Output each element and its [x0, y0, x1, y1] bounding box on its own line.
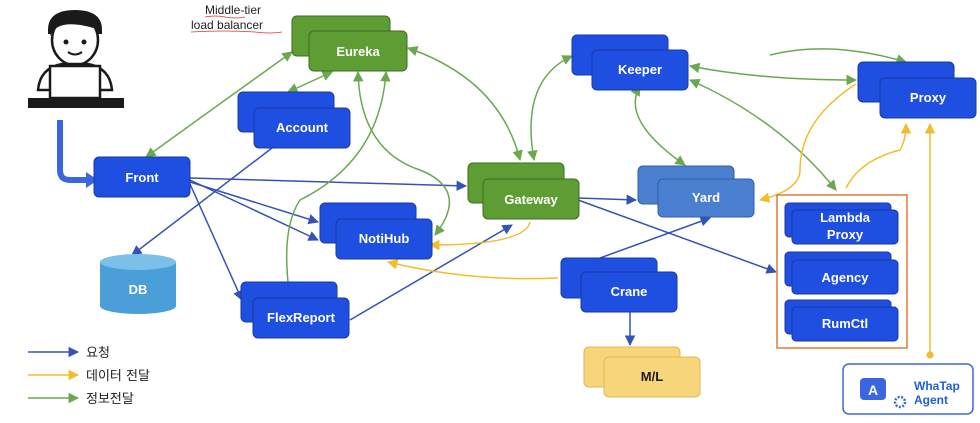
- db-node[interactable]: DB: [100, 254, 176, 314]
- eureka-label: Eureka: [336, 44, 380, 59]
- rumctl-label: RumCtl: [822, 316, 868, 331]
- rumctl-node[interactable]: RumCtl: [784, 299, 899, 342]
- agency-node[interactable]: Agency: [784, 251, 899, 295]
- gear-icon: [893, 395, 907, 409]
- flexreport-node[interactable]: FlexReport: [240, 281, 350, 339]
- user-to-front-arrow: [57, 120, 88, 183]
- agency-label: Agency: [822, 270, 870, 285]
- eureka-node[interactable]: Eureka: [291, 15, 408, 72]
- proxy-label: Proxy: [910, 90, 947, 105]
- notihub-label: NotiHub: [359, 231, 410, 246]
- svg-text:A: A: [868, 382, 878, 398]
- whatap-logo-icon: [860, 378, 886, 400]
- proxy-node[interactable]: Proxy: [857, 61, 977, 119]
- lambda-proxy-node[interactable]: Lambda Proxy: [784, 202, 899, 245]
- gateway-node[interactable]: Gateway: [467, 162, 580, 220]
- whatap-label-line1: WhaTap: [914, 379, 960, 393]
- account-label: Account: [276, 120, 329, 135]
- account-node[interactable]: Account: [237, 91, 351, 149]
- keeper-node[interactable]: Keeper: [571, 34, 689, 91]
- ml-label: M/L: [641, 369, 663, 384]
- yard-node[interactable]: Yard: [637, 165, 755, 218]
- info-arrows: [145, 46, 908, 300]
- whatap-label-line2: Agent: [914, 393, 948, 407]
- flexreport-label: FlexReport: [267, 310, 336, 325]
- annotation-line2: load balancer: [191, 18, 263, 32]
- crane-label: Crane: [611, 284, 648, 299]
- annotation-line1: Middle-tier: [205, 3, 261, 17]
- ml-node[interactable]: M/L: [583, 346, 701, 398]
- lambda-label-line1: Lambda: [820, 210, 871, 225]
- legend-data-label: 데이터 전달: [86, 369, 150, 384]
- crane-node[interactable]: Crane: [560, 257, 678, 313]
- notihub-node[interactable]: NotiHub: [319, 202, 433, 260]
- lambda-label-line2: Proxy: [827, 227, 864, 242]
- data-arrows: [386, 83, 936, 359]
- legend-info-label: 정보전달: [86, 392, 134, 407]
- db-label: DB: [129, 282, 148, 297]
- yard-label: Yard: [692, 190, 720, 205]
- gateway-label: Gateway: [504, 192, 558, 207]
- legend-request-label: 요청: [86, 346, 110, 361]
- service-group-border: [776, 194, 908, 349]
- front-label: Front: [125, 170, 159, 185]
- whatap-agent-node[interactable]: A WhaTap Agent: [842, 363, 974, 415]
- front-node[interactable]: Front: [93, 156, 191, 198]
- request-arrows: [131, 147, 777, 347]
- user-icon: [28, 10, 124, 108]
- legend: 요청 데이터 전달 정보전달: [28, 346, 150, 407]
- keeper-label: Keeper: [618, 62, 662, 77]
